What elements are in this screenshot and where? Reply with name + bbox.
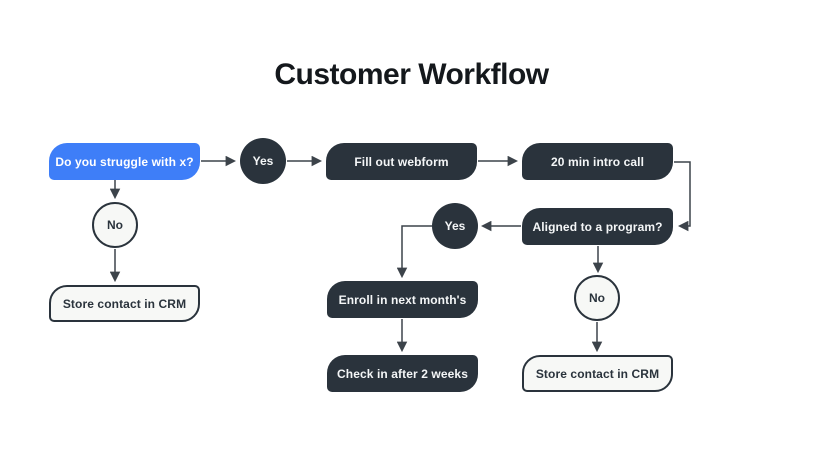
node-label: Store contact in CRM <box>535 366 660 381</box>
node-20-min-intro-call: 20 min intro call <box>522 143 673 180</box>
node-label: Yes <box>252 154 274 168</box>
node-do-you-struggle-with-x: Do you struggle with x? <box>49 143 200 180</box>
node-check-in-after-2-weeks: Check in after 2 weeks <box>327 355 478 392</box>
node-store-contact-in-crm-right: Store contact in CRM <box>522 355 673 392</box>
page-title: Customer Workflow <box>274 58 549 92</box>
node-yes-1: Yes <box>240 138 286 184</box>
node-label: Yes <box>444 219 466 233</box>
node-label: No <box>107 218 123 232</box>
node-fill-out-webform: Fill out webform <box>326 143 477 180</box>
node-label: Fill out webform <box>354 154 449 169</box>
node-label: No <box>589 291 605 305</box>
node-yes-2: Yes <box>432 203 478 249</box>
connector-yes2-to-enroll <box>396 225 432 279</box>
connector-introcall-to-aligned <box>674 161 691 232</box>
node-aligned-to-a-program: Aligned to a program? <box>522 208 673 245</box>
node-no-2: No <box>574 275 620 321</box>
node-label: Enroll in next month's <box>338 292 467 307</box>
node-label: Check in after 2 weeks <box>337 366 468 381</box>
node-no-1: No <box>92 202 138 248</box>
node-store-contact-in-crm-left: Store contact in CRM <box>49 285 200 322</box>
node-label: Store contact in CRM <box>62 296 187 311</box>
node-enroll-in-next-months: Enroll in next month's <box>327 281 478 318</box>
node-label: Aligned to a program? <box>532 219 663 234</box>
node-label: Do you struggle with x? <box>55 154 194 169</box>
node-label: 20 min intro call <box>550 154 645 169</box>
